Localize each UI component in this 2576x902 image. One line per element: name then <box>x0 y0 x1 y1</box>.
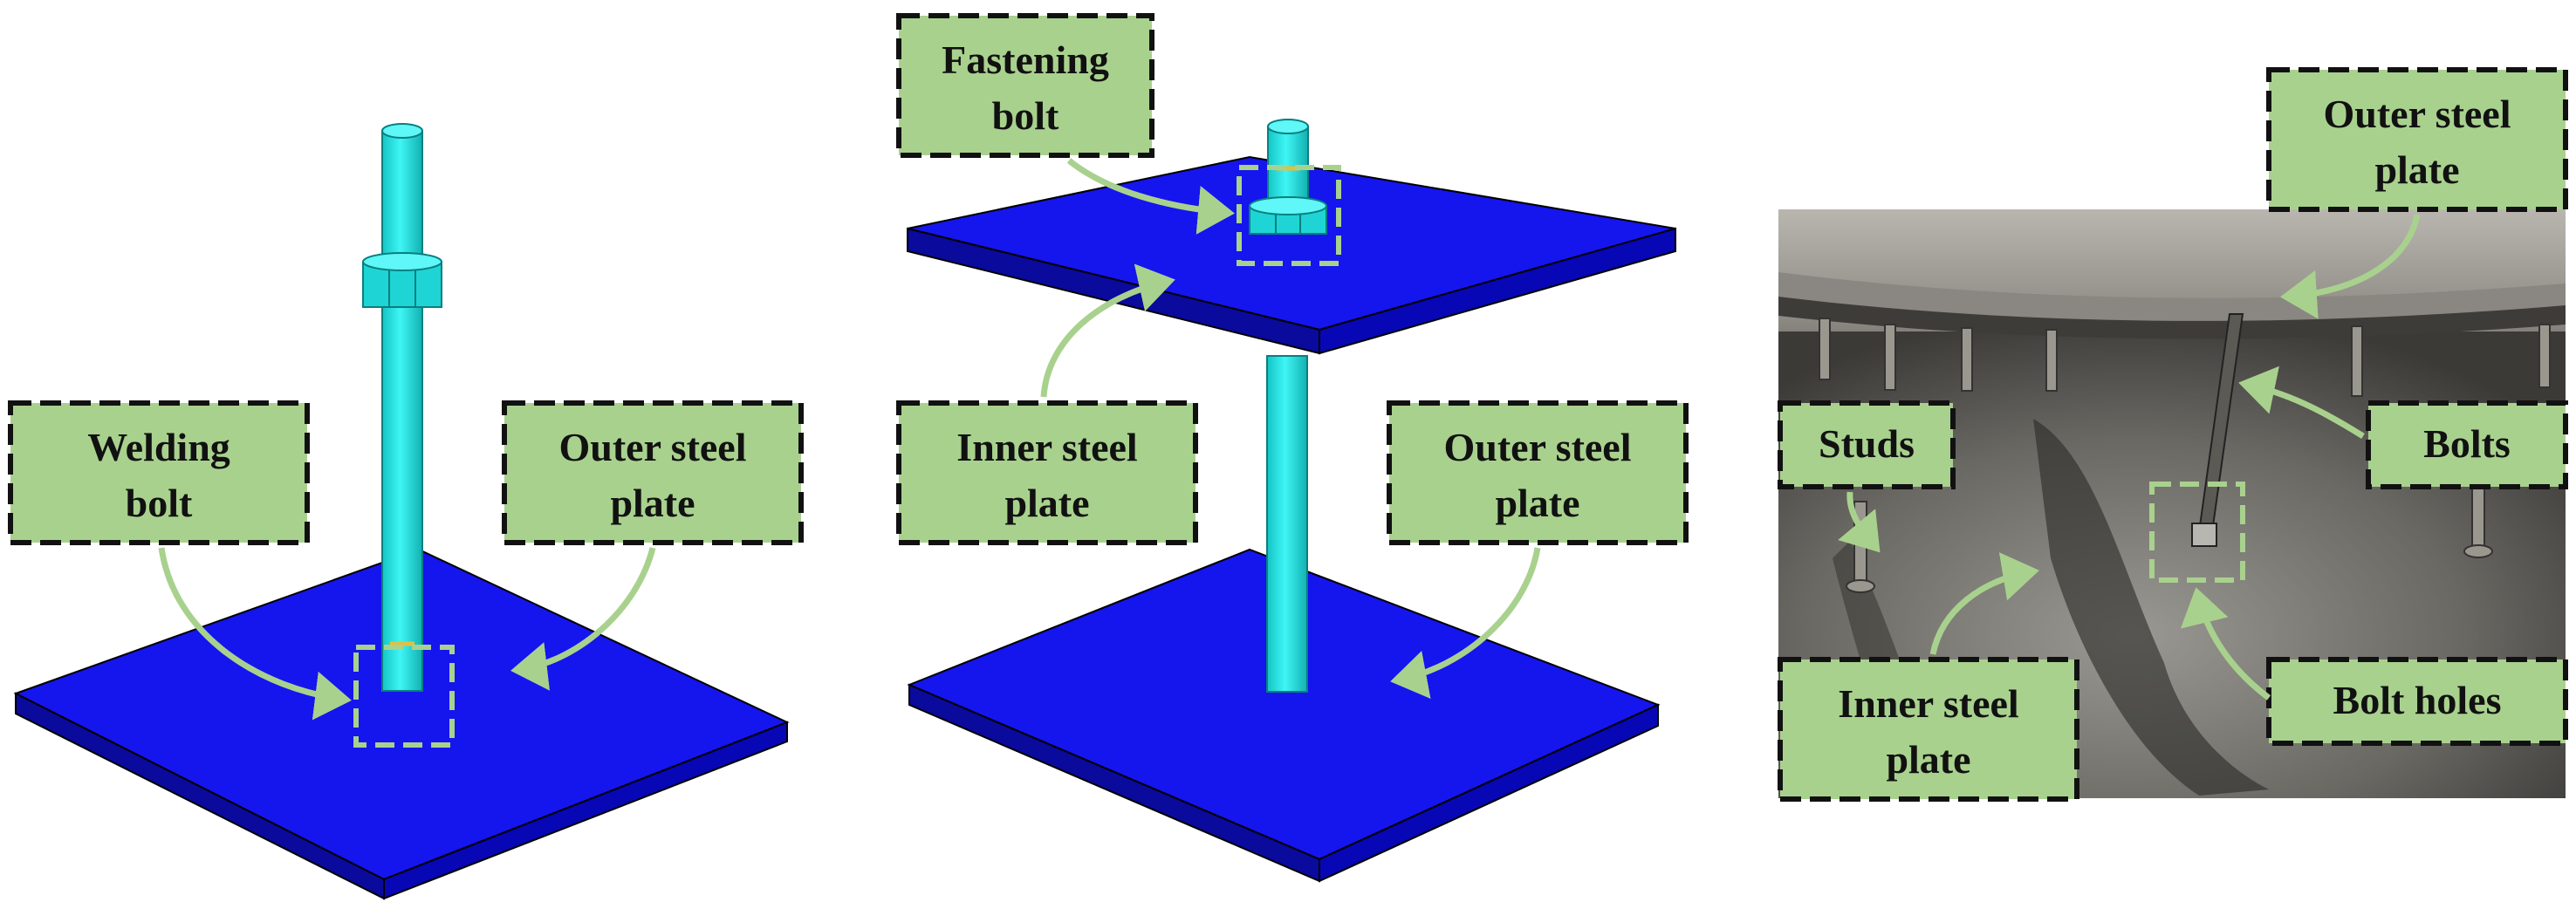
inner-steel-plate-b <box>907 155 1676 355</box>
label-outer-plate-b-l2: plate <box>1495 481 1579 525</box>
arrow-studs <box>1838 491 1881 553</box>
arrow-fastening-bolt <box>1066 158 1235 235</box>
arrow-inner-plate-c <box>1929 552 2039 655</box>
callout-bolts: Bolts <box>2366 400 2568 489</box>
callout-outer-plate-a: Outer steel plate <box>502 400 804 545</box>
callout-welding-bolt: Welding bolt <box>8 400 310 545</box>
label-outer-plate-a-l2: plate <box>610 481 695 525</box>
panel-b: Fastening bolt Inner steel plate Outer s… <box>896 13 1689 883</box>
panel-c: Outer steel plate Studs Bolts Inner stee… <box>1778 67 2568 802</box>
callout-inner-plate-b: Inner steel plate <box>896 400 1198 545</box>
label-outer-plate-b-l1: Outer steel <box>1443 425 1631 469</box>
label-welding-bolt-l1: Welding <box>87 425 230 469</box>
label-studs: Studs <box>1819 421 1915 466</box>
callout-inner-plate-c: Inner steel plate <box>1778 657 2079 802</box>
callout-outer-plate-c: Outer steel plate <box>2266 67 2568 212</box>
label-fastening-bolt-l2: bolt <box>992 93 1059 138</box>
hex-nut-a <box>362 252 442 308</box>
fastening-bolt-rod <box>1266 355 1308 693</box>
arrow-outer-plate-a <box>510 547 656 691</box>
arrow-bolt-holes <box>2180 587 2271 700</box>
callout-studs: Studs <box>1778 400 1956 489</box>
label-fastening-bolt-l1: Fastening <box>942 38 1109 82</box>
label-outer-plate-c-l2: plate <box>2374 147 2459 192</box>
label-outer-plate-a-l1: Outer steel <box>558 425 746 469</box>
label-bolt-holes: Bolt holes <box>2333 678 2502 722</box>
arrow-outer-plate-b <box>1390 547 1541 700</box>
callout-outer-plate-b: Outer steel plate <box>1387 400 1689 545</box>
arrow-outer-plate-c <box>2280 214 2421 319</box>
arrow-welding-bolt <box>158 547 352 721</box>
label-bolts: Bolts <box>2423 421 2511 466</box>
weld-highlight-box <box>353 645 455 748</box>
label-outer-plate-c-l1: Outer steel <box>2323 92 2511 136</box>
callout-fastening-bolt: Fastening bolt <box>896 13 1154 158</box>
welding-bolt-rod <box>381 123 423 692</box>
label-inner-plate-b-l1: Inner steel <box>956 425 1137 469</box>
arrow-bolts <box>2238 366 2365 439</box>
outer-steel-plate-b <box>907 548 1661 883</box>
label-inner-plate-c-l1: Inner steel <box>1838 681 2018 726</box>
nut-highlight-box <box>1237 165 1341 266</box>
label-welding-bolt-l2: bolt <box>126 481 193 525</box>
bolt-hole-highlight-box <box>2149 482 2245 583</box>
callout-bolt-holes: Bolt holes <box>2266 657 2568 746</box>
label-inner-plate-b-l2: plate <box>1004 481 1089 525</box>
label-inner-plate-c-l2: plate <box>1886 737 1970 782</box>
arrow-inner-plate-b <box>1040 263 1175 398</box>
photo-bolt-rod <box>2191 313 2244 547</box>
panel-a: Welding bolt Outer steel plate <box>8 123 804 900</box>
